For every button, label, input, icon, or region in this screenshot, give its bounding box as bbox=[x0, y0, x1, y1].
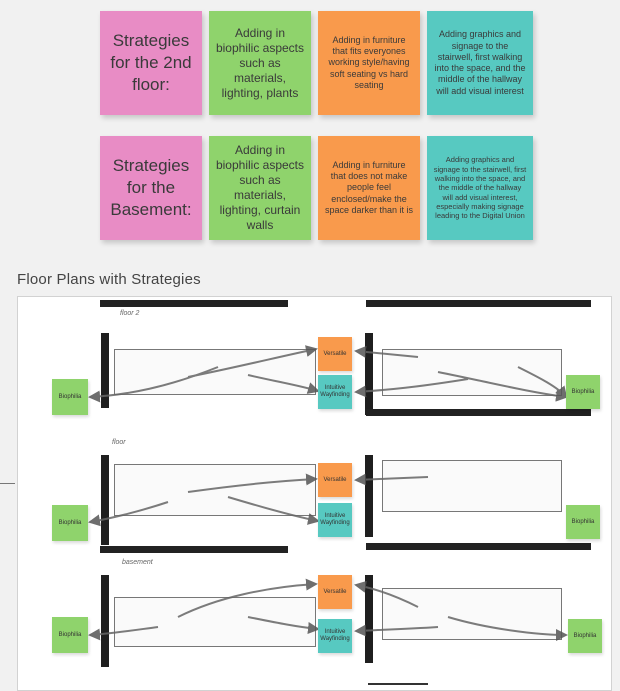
label-biophilia[interactable]: Biophilia bbox=[566, 505, 600, 539]
note-text: Adding graphics and signage to the stair… bbox=[433, 155, 527, 221]
plan-side-toolbar bbox=[101, 455, 109, 545]
note-text: Adding in furniture that fits everyones … bbox=[328, 34, 410, 90]
label-biophilia[interactable]: Biophilia bbox=[52, 617, 88, 653]
label-versatile[interactable]: Versatile bbox=[318, 463, 352, 497]
note-text: Adding graphics and signage to the stair… bbox=[434, 29, 526, 96]
plan-toolbar bbox=[366, 409, 591, 416]
connector-line bbox=[0, 483, 15, 484]
label-text: Intuitive Wayfinding bbox=[320, 629, 350, 642]
label-text: Biophilia bbox=[58, 631, 82, 638]
note-text: Adding in furniture that does not make p… bbox=[324, 159, 414, 215]
label-text: Biophilia bbox=[58, 519, 82, 526]
floor-plan-image[interactable] bbox=[382, 460, 562, 512]
section-title: Floor Plans with Strategies bbox=[17, 271, 201, 288]
sticky-note-2nd-floor-title[interactable]: Strategies for the 2nd floor: bbox=[100, 11, 202, 115]
plan-toolbar bbox=[100, 546, 288, 553]
label-intuitive-wayfinding[interactable]: Intuitive Wayfinding bbox=[318, 619, 352, 653]
note-text: Strategies for the Basement: bbox=[110, 155, 192, 220]
plan-side-toolbar bbox=[101, 333, 109, 408]
floor-plan-image[interactable] bbox=[114, 349, 316, 395]
label-text: Biophilia bbox=[571, 518, 595, 525]
sticky-note-2nd-floor-furniture[interactable]: Adding in furniture that fits everyones … bbox=[318, 11, 420, 115]
label-versatile[interactable]: Versatile bbox=[318, 337, 352, 371]
label-text: Biophilia bbox=[571, 388, 595, 395]
sticky-note-2nd-floor-materials[interactable]: Adding in biophilic aspects such as mate… bbox=[209, 11, 311, 115]
floor-plan-image[interactable] bbox=[114, 597, 316, 647]
label-text: Versatile bbox=[323, 350, 347, 357]
label-intuitive-wayfinding[interactable]: Intuitive Wayfinding bbox=[318, 375, 352, 409]
floor-plan-board[interactable]: floor 2 floor basement bbox=[17, 296, 612, 691]
note-text: Adding in biophilic aspects such as mate… bbox=[215, 143, 305, 232]
handwritten-note: floor bbox=[112, 439, 126, 446]
sticky-note-2nd-floor-graphics[interactable]: Adding graphics and signage to the stair… bbox=[427, 11, 533, 115]
label-versatile[interactable]: Versatile bbox=[318, 575, 352, 609]
floor-plan-image[interactable] bbox=[382, 588, 562, 640]
floor-plan-image[interactable] bbox=[114, 464, 316, 516]
scale-bar bbox=[368, 683, 428, 685]
label-intuitive-wayfinding[interactable]: Intuitive Wayfinding bbox=[318, 503, 352, 537]
sticky-note-basement-furniture[interactable]: Adding in furniture that does not make p… bbox=[318, 136, 420, 240]
label-text: Intuitive Wayfinding bbox=[320, 385, 350, 398]
label-text: Versatile bbox=[323, 476, 347, 483]
note-text: Adding in biophilic aspects such as mate… bbox=[215, 25, 305, 100]
label-biophilia[interactable]: Biophilia bbox=[52, 505, 88, 541]
plan-side-toolbar bbox=[365, 575, 373, 663]
label-text: Intuitive Wayfinding bbox=[320, 513, 350, 526]
plan-toolbar bbox=[100, 300, 288, 307]
handwritten-note: basement bbox=[122, 559, 153, 566]
handwritten-note: floor 2 bbox=[120, 310, 140, 317]
floor-plan-image[interactable] bbox=[382, 349, 562, 396]
label-text: Biophilia bbox=[573, 632, 597, 639]
note-text: Strategies for the 2nd floor: bbox=[110, 30, 192, 95]
label-text: Versatile bbox=[323, 588, 347, 595]
sticky-note-basement-title[interactable]: Strategies for the Basement: bbox=[100, 136, 202, 240]
plan-side-toolbar bbox=[101, 575, 109, 667]
plan-toolbar bbox=[366, 543, 591, 550]
sticky-note-basement-graphics[interactable]: Adding graphics and signage to the stair… bbox=[427, 136, 533, 240]
label-biophilia[interactable]: Biophilia bbox=[52, 379, 88, 415]
label-biophilia[interactable]: Biophilia bbox=[568, 619, 602, 653]
label-text: Biophilia bbox=[58, 393, 82, 400]
label-biophilia[interactable]: Biophilia bbox=[566, 375, 600, 409]
plan-side-toolbar bbox=[365, 455, 373, 537]
plan-side-toolbar bbox=[365, 333, 373, 415]
sticky-note-basement-materials[interactable]: Adding in biophilic aspects such as mate… bbox=[209, 136, 311, 240]
plan-toolbar bbox=[366, 300, 591, 307]
